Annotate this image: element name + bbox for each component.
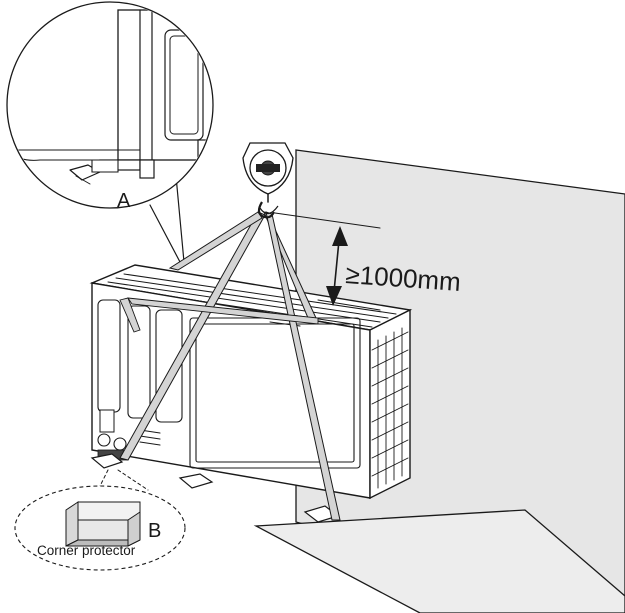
detail-b-label: B <box>148 520 161 542</box>
unit-side-face <box>369 308 411 500</box>
corner-protector-label: Corner protector <box>37 543 136 558</box>
hook-icon <box>257 193 279 219</box>
detail-b-magnifier: B Corner protector <box>14 469 186 571</box>
pulley-icon <box>242 142 294 195</box>
outdoor-unit <box>89 264 413 523</box>
strap-left-front <box>119 211 266 461</box>
dimension-arrow-icon <box>326 226 348 306</box>
detail-a-label: A <box>117 190 131 212</box>
unit-side-grille <box>371 327 409 489</box>
detail-a-magnifier: A <box>6 1 214 263</box>
detail-a-content <box>8 9 212 185</box>
unit-feet <box>90 453 340 523</box>
corner-protector-icon <box>65 501 141 547</box>
lifting-straps <box>119 210 341 521</box>
floor-panel <box>253 509 625 613</box>
